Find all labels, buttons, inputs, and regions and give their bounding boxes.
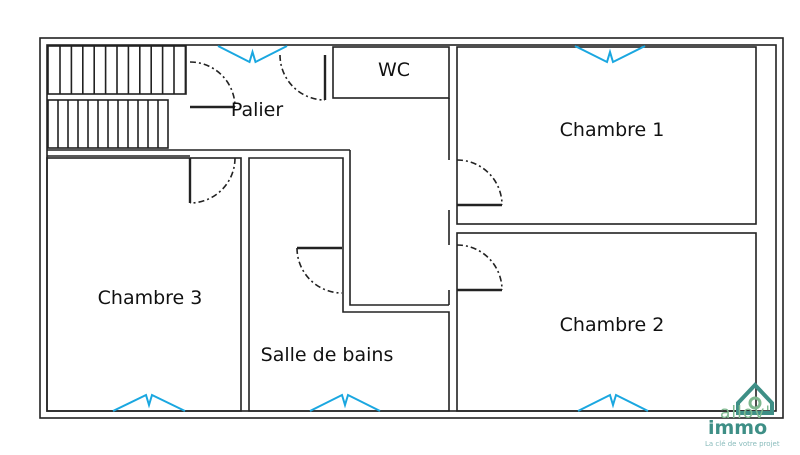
door-arc-sdb: [296, 247, 343, 294]
door-arc-stairs: [189, 61, 236, 108]
chambre-3-walls: [46, 157, 242, 412]
window-icon: [217, 45, 288, 64]
windows: [112, 45, 649, 412]
room-label-wc: WC: [377, 59, 411, 81]
door-arc-wc: [279, 54, 326, 101]
room-label-chambre-2: Chambre 2: [559, 314, 665, 336]
doors: [189, 54, 503, 294]
logo-line2: immo: [708, 417, 768, 439]
door-arc-chambre3: [189, 157, 236, 204]
room-label-salle-de-bains: Salle de bains: [260, 344, 394, 366]
window-icon: [574, 45, 646, 64]
logo-tagline: La clé de votre projet: [705, 440, 780, 448]
room-label-chambre-1: Chambre 1: [559, 119, 665, 141]
salle-de-bains-walls: [248, 157, 450, 412]
house-icon: [736, 382, 774, 415]
door-arc-chambre2: [456, 244, 503, 291]
window-icon: [577, 393, 649, 412]
window-icon: [309, 393, 381, 412]
outer-wall: [39, 37, 784, 419]
logo: allov' immo La clé de votre projet: [700, 375, 800, 455]
door-arc-chambre1: [456, 159, 503, 206]
window-icon: [112, 393, 186, 412]
chambre-2-walls: [456, 232, 757, 412]
wc-walls: [332, 46, 450, 99]
room-label-palier: Palier: [230, 99, 284, 121]
chambre-1-walls: [456, 46, 757, 225]
room-label-chambre-3: Chambre 3: [97, 287, 203, 309]
corridor-walls: [349, 150, 449, 306]
staircase: [47, 45, 187, 149]
logo-line1: allov': [720, 403, 771, 423]
